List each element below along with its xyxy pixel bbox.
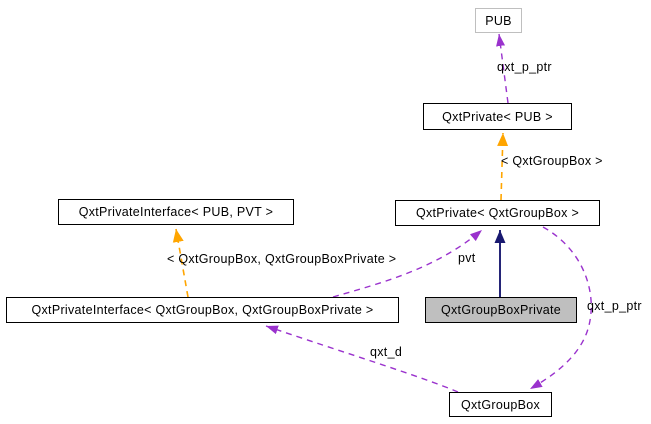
- edge-qxt-d-line: [265, 325, 459, 393]
- node-pub: PUB: [475, 8, 522, 33]
- edge-template-qxtgroupbox-line: [497, 132, 509, 201]
- edge-qxt-p-ptr-to-pub-line: [496, 33, 509, 104]
- node-qxtgroupboxprivate: QxtGroupBoxPrivate: [425, 297, 577, 323]
- edge-label-pvt: pvt: [458, 251, 476, 265]
- edge-template-qxtprivateinterface-line: [172, 228, 189, 298]
- edge-label-qxt-p-ptr-top: qxt_p_ptr: [497, 60, 552, 74]
- node-qxtgroupbox[interactable]: QxtGroupBox: [449, 392, 552, 417]
- node-qxtprivate-qxtgroupbox[interactable]: QxtPrivate< QxtGroupBox >: [395, 200, 600, 226]
- node-qxtprivate-pub[interactable]: QxtPrivate< PUB >: [423, 103, 572, 130]
- edge-label-template-qxtgroupbox: < QxtGroupBox >: [501, 154, 603, 168]
- node-qxtprivateinterface-qxtgroupbox[interactable]: QxtPrivateInterface< QxtGroupBox, QxtGro…: [6, 297, 399, 323]
- edge-label-qxt-p-ptr-right: qxt_p_ptr: [587, 299, 642, 313]
- edge-label-template-qxtprivateinterface: < QxtGroupBox, QxtGroupBoxPrivate >: [167, 252, 397, 266]
- edge-pvt-line: [332, 229, 483, 298]
- edge-qxt-p-ptr-to-qxtgroupbox-line: [529, 226, 592, 390]
- node-qxtprivateinterface-pub-pvt[interactable]: QxtPrivateInterface< PUB, PVT >: [58, 199, 294, 225]
- edge-label-qxt-d: qxt_d: [370, 345, 403, 359]
